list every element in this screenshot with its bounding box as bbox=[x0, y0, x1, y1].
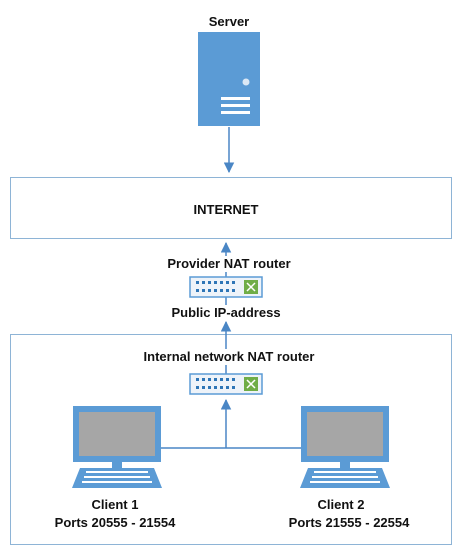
network-router-icon bbox=[189, 276, 263, 298]
laptop-icon bbox=[72, 406, 162, 488]
client-1-ports: Ports 20555 - 21554 bbox=[52, 515, 178, 531]
internet-box bbox=[10, 177, 452, 239]
network-router-icon bbox=[189, 373, 263, 395]
public-ip-label: Public IP-address bbox=[169, 305, 283, 321]
client-2-name: Client 2 bbox=[315, 497, 367, 513]
laptop-icon bbox=[300, 406, 390, 488]
internal-network-label: Internal network NAT router bbox=[141, 349, 317, 365]
server-tower-icon bbox=[198, 32, 260, 126]
client-2-ports: Ports 21555 - 22554 bbox=[286, 515, 412, 531]
internet-label: INTERNET bbox=[193, 202, 259, 217]
server-label: Server bbox=[206, 14, 252, 30]
provider-router-label: Provider NAT router bbox=[165, 256, 293, 272]
client-1-name: Client 1 bbox=[89, 497, 141, 513]
